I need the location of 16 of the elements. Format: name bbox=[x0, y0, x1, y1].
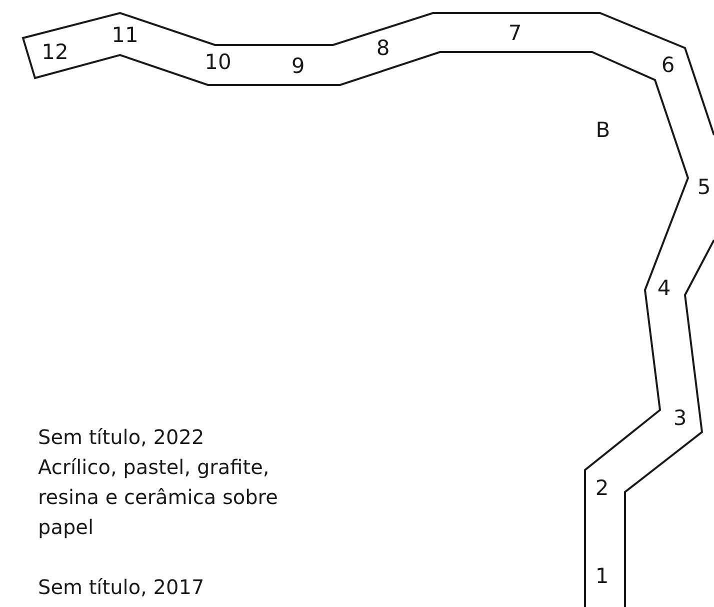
room-number: 5 bbox=[697, 176, 711, 198]
room-number: B bbox=[596, 119, 610, 141]
artwork-caption: Sem título, 2022 bbox=[38, 424, 206, 451]
room-number: 4 bbox=[657, 277, 671, 299]
room-number: 7 bbox=[508, 22, 522, 44]
room-number: 3 bbox=[673, 407, 687, 429]
artwork-caption: Acrílico, pastel, grafite, resina e cerâmica sobre papel bbox=[38, 454, 279, 541]
room-number: 9 bbox=[291, 55, 305, 77]
room-number: 6 bbox=[661, 54, 675, 76]
room-number: 2 bbox=[595, 477, 609, 499]
room-number: 10 bbox=[204, 51, 232, 73]
artwork-caption: Sem título, 2017 bbox=[38, 574, 206, 601]
room-number: 12 bbox=[42, 41, 68, 63]
room-number: 11 bbox=[112, 24, 138, 46]
room-number: 1 bbox=[595, 565, 609, 587]
room-number: 8 bbox=[376, 37, 390, 59]
